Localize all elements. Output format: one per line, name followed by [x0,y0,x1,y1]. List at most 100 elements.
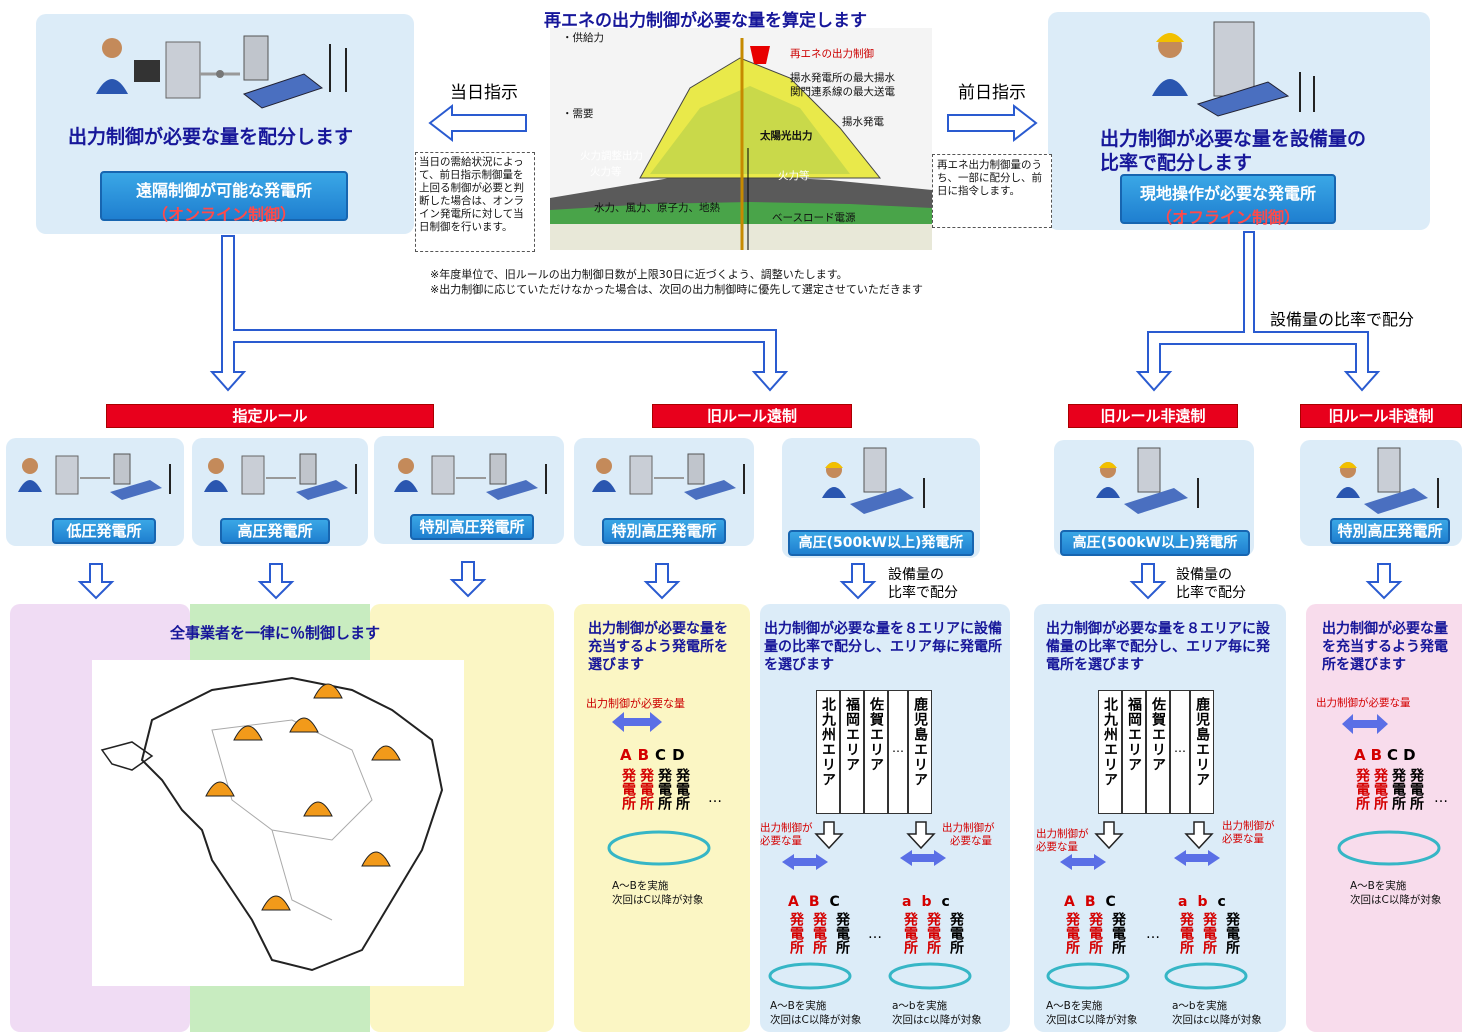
need-short-b1: 出力制御が [1036,828,1089,840]
abc-a2-a: a [902,894,912,910]
ratio-label-a-line2: 比率で配分 [888,585,958,601]
gen-d-label: D [672,746,685,764]
abc-row-a2: a b c [902,894,950,910]
left-arrow-icon [428,103,527,143]
done-remote-line1: A～Bを実施 [612,880,669,892]
area-b-ellipsis: … [1174,741,1186,755]
online-plant-button: 遠隔制御が可能な発電所 （オンライン制御） [100,171,348,224]
need-short-a2: 必要な量 [760,835,802,847]
label-high-500-b: 高圧(500kW以上)発電所 [1060,530,1250,556]
abc-b-C: C [1105,894,1116,910]
chart-demand-label: ・需要 [562,108,594,120]
abc-b2-a: a [1178,894,1188,910]
area-b-kagoshima: 鹿児島エリア [1194,697,1210,787]
off-gen-chars-b: 発電所 [1372,768,1388,810]
gen-b-label: B [637,746,650,764]
gen-a-col-2: 発電所 [834,912,850,954]
top-title: 再エネの出力制御が必要な量を算定します [544,11,867,31]
uniform-title: 全事業者を一律に％制御します [170,624,381,642]
area-b-saga: 佐賀エリア [1150,697,1166,772]
ellipsis-a: … [868,926,882,942]
area-col-a-3: … [888,690,908,814]
gen-a-col-1: 発電所 [811,912,827,954]
area-col-b-0: 北九州エリア [1098,690,1122,814]
abc-row-b: A B C [1064,894,1116,910]
done-b-line2: 次回はC以降が対象 [1046,1014,1138,1026]
abc-row-b2: a b c [1178,894,1226,910]
chart-link-label: 関門連系線の最大送電 [790,86,895,98]
abc-a2-c: c [941,894,950,910]
offline-button-line1: 現地操作が必要な発電所 [1139,184,1316,203]
need-short-a4: 必要な量 [950,835,992,847]
double-arrow-icon [612,712,662,732]
gen-b-col-2: 発電所 [1110,912,1126,954]
abc-a-B: B [808,894,820,910]
done-a-line1: A～Bを実施 [770,1000,827,1012]
area-col-b-3: … [1170,690,1190,814]
gen-a2-col-1: 発電所 [925,912,941,954]
online-panel: 出力制御が必要な量を配分します 遠隔制御が可能な発電所 （オンライン制御） [36,14,414,234]
done-offline-line2: 次回はC以降が対象 [1350,894,1442,906]
rule-bar-designated: 指定ルール [106,404,434,428]
gen-a2-col-0: 発電所 [902,912,918,954]
supply-demand-chart [550,28,932,250]
chart-baseload-label: ベースロード電源 [772,212,856,224]
rotation-ring-offline-icon [1337,830,1441,866]
abc-a-A: A [788,894,799,910]
gen-a2-col-2: 発電所 [948,912,964,954]
offline-plant-button: 現地操作が必要な発電所 （オフライン制御） [1120,174,1336,227]
same-day-label: 当日指示 [450,83,518,103]
done-a-line2: 次回はC以降が対象 [770,1014,862,1026]
done-offline-line1: A～Bを実施 [1350,880,1407,892]
footnote-2: ※出力制御に応じていただけなかった場合は、次回の出力制御時に優先して選定させてい… [430,283,923,296]
area-b-kitakyushu: 北九州エリア [1102,697,1118,787]
off-gen-c-label: C [1387,746,1399,764]
off-gen-d-label: D [1403,746,1416,764]
abc-b-A: A [1064,894,1075,910]
online-panel-title: 出力制御が必要な量を配分します [68,126,354,148]
need-short-b4: 必要な量 [1222,833,1264,845]
abcd-row-offline: A B C D [1354,746,1416,764]
kyushu-map [92,660,464,986]
abc-b-B: B [1084,894,1096,910]
area-col-a-2: 佐賀エリア [864,690,888,814]
chart-thermal-label: 火力等 [778,170,810,182]
offline-button-line2: （オフライン制御） [1155,208,1300,227]
chart-solar-label: 太陽光出力 [760,130,813,142]
area-b-arrows [1060,821,1220,870]
chart-pump-hydro-label: 揚水発電 [842,116,884,128]
abc-b2-b: b [1197,894,1208,910]
need-short-b2: 必要な量 [1036,841,1078,853]
chart-thermal-low-label: 火力等 [590,166,622,178]
select-panel-offline [1306,604,1462,1032]
abc-a2-b: b [921,894,932,910]
select-title-remote: 出力制御が必要な量を充当するよう発電所を選びます [588,621,728,673]
ratio-label-b-line1: 設備量の [1176,567,1232,583]
branch-ratio-label: 設備量の比率で配分 [1270,310,1415,329]
need-short-b3: 出力制御が [1222,820,1275,832]
chart-supply-label: ・供給力 [562,32,604,44]
gen-b2-col-0: 発電所 [1178,912,1194,954]
gen-columns-offline: 発電所 発電所 発電所 発電所 [1354,768,1424,810]
done-a2-line2: 次回はc以降が対象 [892,1014,982,1026]
chart-curtail-label: 再エネの出力制御 [790,48,874,60]
gen-b2-cols: 発電所 発電所 発電所 [1178,912,1240,954]
gen-a-col-0: 発電所 [788,912,804,954]
down-arrows [77,561,1403,600]
label-low-voltage: 低圧発電所 [52,518,156,544]
label-high-voltage: 高圧発電所 [220,518,330,544]
gen-columns-remote: 発電所 発電所 発電所 発電所 [620,768,690,810]
worker-server-icon [1152,21,1315,117]
abcd-row-remote: A B C D [620,746,685,764]
chart-pump-label: 揚水発電所の最大揚水 [790,72,895,84]
label-high-500-a: 高圧(500kW以上)発電所 [788,530,974,556]
gen-chars-d: 発電所 [674,768,690,810]
done-b-line1: A～Bを実施 [1046,1000,1103,1012]
area-kagoshima: 鹿児島エリア [912,697,928,787]
rule-bar-old-nonremote-1: 旧ルール非遠制 [1068,404,1238,428]
need-amount-offline: 出力制御が必要な量 [1316,697,1411,709]
done-b2-line2: 次回はc以降が対象 [1172,1014,1262,1026]
flow-connectors [209,231,1381,392]
gen-chars-b: 発電所 [638,768,654,810]
area-a-arrows [782,821,946,870]
